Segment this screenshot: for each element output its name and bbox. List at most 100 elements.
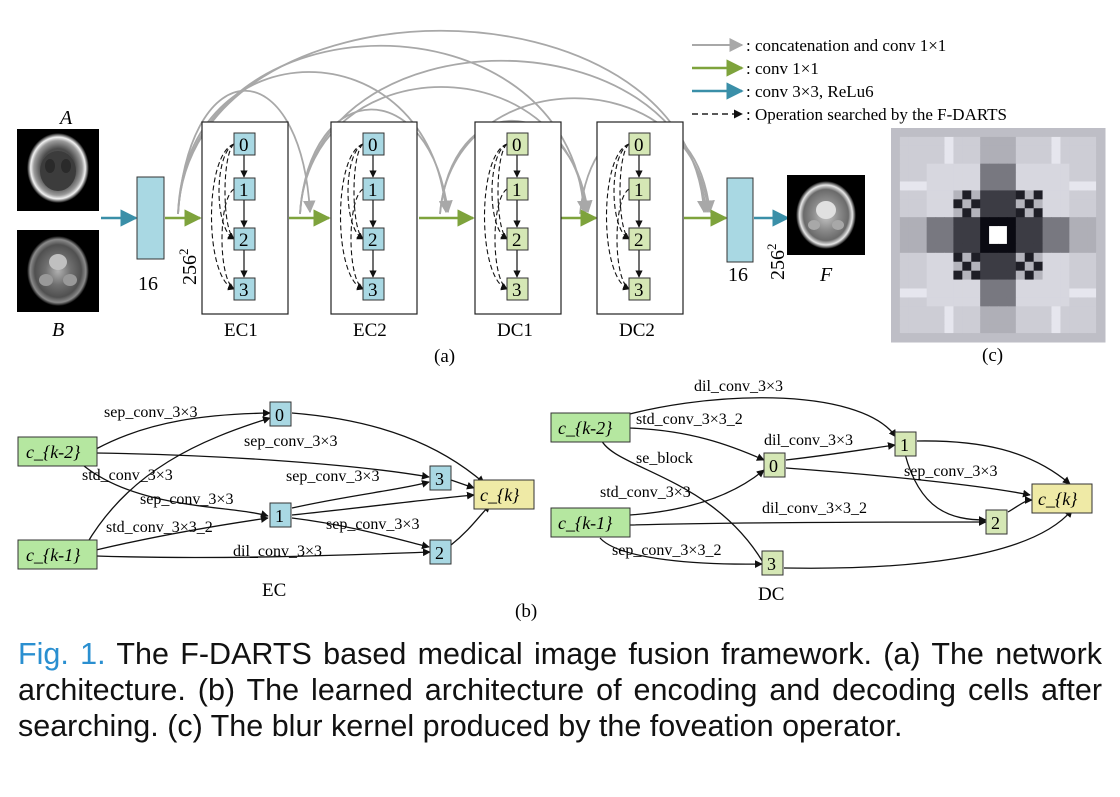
dc-node-3 xyxy=(761,550,784,576)
dc-node-0 xyxy=(763,452,786,478)
svg-text:std_conv_3×3: std_conv_3×3 xyxy=(600,484,691,501)
cell-node-2 xyxy=(628,227,651,251)
cell-node-label: 3 xyxy=(368,280,378,301)
dc-edge-labels: dil_conv_3×3 std_conv_3×3_2 dil_conv_3×3… xyxy=(600,378,997,559)
channels-in: 16 xyxy=(138,273,158,295)
svg-text:std_conv_3×3_2: std_conv_3×3_2 xyxy=(106,519,213,536)
svg-text:sep_conv_3×3: sep_conv_3×3 xyxy=(326,516,419,533)
svg-text:sep_conv_3×3_2: sep_conv_3×3_2 xyxy=(612,542,721,559)
caption-text: The F-DARTS based medical image fusion f… xyxy=(18,637,1102,743)
legend-label-searched: : Operation searched by the F-DARTS xyxy=(746,105,1007,124)
cell-node-label: 2 xyxy=(634,230,644,251)
cell-node-label: 3 xyxy=(634,280,644,301)
cell-node-3 xyxy=(628,277,651,301)
legend: : concatenation and conv 1×1 : conv 1×1 … xyxy=(692,36,1007,124)
ec-nodes: c_{k-2} c_{k-1} 0 1 2 3 c_{k} xyxy=(17,401,535,570)
ec-output-k xyxy=(473,479,535,510)
cell-node-2 xyxy=(506,227,529,251)
svg-text:c_{k-1}: c_{k-1} xyxy=(558,513,613,533)
cell-node-0 xyxy=(362,132,385,156)
svg-text:sep_conv_3×3: sep_conv_3×3 xyxy=(104,404,197,421)
cell-title-ec2: EC2 xyxy=(353,320,387,341)
cell-node-2 xyxy=(233,227,256,251)
cell-node-2 xyxy=(362,227,385,251)
svg-text:dil_conv_3×3: dil_conv_3×3 xyxy=(233,543,322,560)
figure-diagram: : concatenation and conv 1×1 : conv 1×1 … xyxy=(17,29,1106,622)
conv-block-out xyxy=(726,177,754,263)
panel-b-label: (b) xyxy=(515,601,537,622)
ec-node-2 xyxy=(429,539,452,565)
input-image-b xyxy=(17,230,99,312)
dc-input-k-1 xyxy=(550,507,631,538)
svg-text:c_{k-1}: c_{k-1} xyxy=(26,545,81,565)
svg-text:sep_conv_3×3: sep_conv_3×3 xyxy=(140,491,233,508)
ec-edge-labels: sep_conv_3×3 sep_conv_3×3 std_conv_3×3 s… xyxy=(82,404,419,560)
caption-fig-label: Fig. 1. xyxy=(18,637,106,671)
svg-text:c_{k}: c_{k} xyxy=(1038,489,1078,509)
svg-text:c_{k-2}: c_{k-2} xyxy=(558,418,613,438)
cell-node-label: 3 xyxy=(239,280,249,301)
svg-text:2562: 2562 xyxy=(764,244,789,281)
channels-out: 16 xyxy=(728,264,748,286)
svg-text:se_block: se_block xyxy=(636,450,693,467)
dc-input-k-2 xyxy=(550,412,631,443)
ec-title: EC xyxy=(262,580,286,601)
legend-label-concat: : concatenation and conv 1×1 xyxy=(746,36,946,55)
ec-input-k-1 xyxy=(17,539,98,570)
svg-text:2562: 2562 xyxy=(176,249,201,286)
cell-node-label: 0 xyxy=(368,135,378,156)
svg-text:sep_conv_3×3: sep_conv_3×3 xyxy=(904,463,997,480)
cell-node-label: 1 xyxy=(634,180,644,201)
ec-node-1 xyxy=(269,502,292,528)
cell-node-0 xyxy=(628,132,651,156)
svg-text:1: 1 xyxy=(900,435,909,455)
cell-node-0 xyxy=(506,132,529,156)
cell-title-dc1: DC1 xyxy=(497,320,533,341)
cell-node-1 xyxy=(233,177,256,201)
dc-nodes: c_{k-2} c_{k-1} 0 1 2 3 c_{k} xyxy=(550,412,1093,576)
panel-a: : concatenation and conv 1×1 : conv 1×1 … xyxy=(17,29,1007,367)
size-out-label: 2562 xyxy=(764,244,789,281)
cell-node-1 xyxy=(628,177,651,201)
cell-node-label: 1 xyxy=(368,180,378,201)
cell-node-label: 1 xyxy=(239,180,249,201)
panel-a-label: (a) xyxy=(434,346,455,367)
svg-text:dil_conv_3×3: dil_conv_3×3 xyxy=(694,378,783,395)
svg-text:sep_conv_3×3: sep_conv_3×3 xyxy=(286,468,379,485)
svg-text:c_{k}: c_{k} xyxy=(480,485,520,505)
input-a-label: A xyxy=(58,107,73,129)
conv-block-in xyxy=(136,176,165,260)
dc-title: DC xyxy=(758,584,784,605)
ec-node-3 xyxy=(429,465,452,491)
cell-title-dc2: DC2 xyxy=(619,320,655,341)
svg-text:sep_conv_3×3: sep_conv_3×3 xyxy=(244,433,337,450)
cell-node-label: 0 xyxy=(634,135,644,156)
svg-text:2: 2 xyxy=(991,513,1000,533)
cell-node-label: 2 xyxy=(239,230,249,251)
dc-node-2 xyxy=(985,509,1008,535)
ec-node-0 xyxy=(269,401,292,427)
cell-node-0 xyxy=(233,132,256,156)
input-image-a xyxy=(17,129,99,211)
dc-node-1 xyxy=(894,431,917,457)
figure-caption: Fig. 1. The F-DARTS based medical image … xyxy=(18,636,1102,744)
svg-text:dil_conv_3×3_2: dil_conv_3×3_2 xyxy=(762,500,867,517)
cell-node-label: 0 xyxy=(512,135,522,156)
cell-node-1 xyxy=(362,177,385,201)
dc-edges xyxy=(599,397,1073,576)
cell-node-label: 0 xyxy=(239,135,249,156)
svg-text:std_conv_3×3_2: std_conv_3×3_2 xyxy=(636,411,743,428)
cell-node-3 xyxy=(233,277,256,301)
output-f-label: F xyxy=(819,264,833,286)
svg-text:0: 0 xyxy=(275,405,284,425)
svg-text:std_conv_3×3: std_conv_3×3 xyxy=(82,467,173,484)
blur-kernel-image xyxy=(891,128,1106,343)
cell-node-label: 3 xyxy=(512,280,522,301)
svg-text:c_{k-2}: c_{k-2} xyxy=(26,442,81,462)
panel-b: sep_conv_3×3 sep_conv_3×3 std_conv_3×3 s… xyxy=(17,378,1093,622)
cell-title-ec1: EC1 xyxy=(224,320,258,341)
